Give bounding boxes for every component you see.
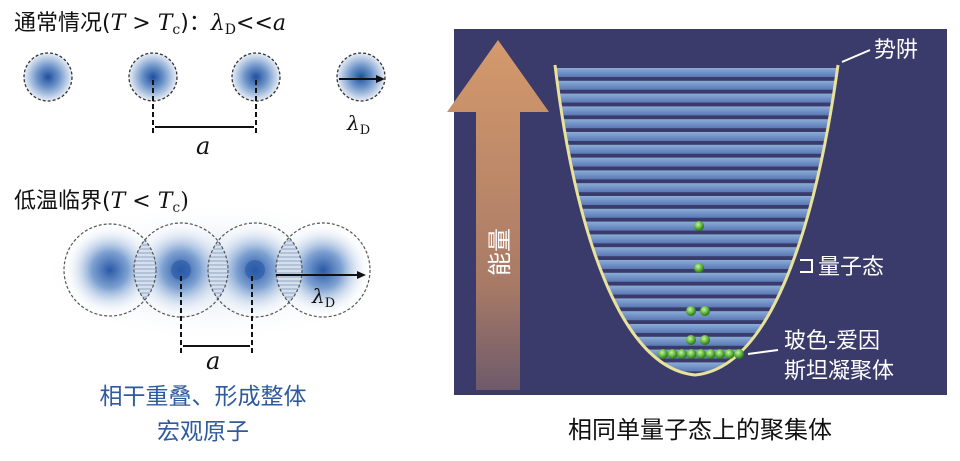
energy-level — [555, 311, 838, 321]
well-label: 势阱 — [874, 38, 918, 63]
state-bracket — [800, 259, 813, 273]
left-caption-line1: 相干重叠、形成整体 — [100, 384, 307, 410]
atom-4 — [336, 52, 386, 102]
atom-3 — [231, 52, 281, 102]
normal-spacing-label: a — [196, 132, 210, 160]
bec-particle — [715, 349, 725, 359]
wave-1 — [64, 224, 156, 316]
bec-label-line1: 玻色-爱因 — [784, 329, 880, 354]
energy-level — [555, 170, 838, 180]
energy-level — [555, 119, 838, 129]
normal-title: 通常情况(T > Tc)：λD<<a — [14, 11, 286, 38]
energy-level — [555, 196, 838, 205]
quantum-state-label: 量子态 — [818, 255, 884, 280]
critical-spacing-label: a — [206, 347, 220, 375]
normal-atoms — [23, 52, 386, 102]
bec-particle — [658, 349, 668, 359]
wave-4 — [276, 223, 370, 317]
bec-particle — [686, 335, 696, 345]
atom-2 — [128, 52, 178, 102]
energy-level — [555, 208, 838, 218]
energy-level — [555, 272, 838, 282]
normal-spacing-marker — [152, 80, 257, 133]
bec-particle — [694, 263, 704, 273]
energy-level — [555, 298, 838, 308]
critical-lambda-marker — [276, 271, 366, 279]
bec-particle — [677, 349, 687, 359]
right-caption: 相同单量子态上的聚集体 — [568, 416, 832, 444]
energy-level — [555, 247, 838, 257]
energy-level — [555, 80, 838, 90]
bec-particle — [705, 349, 716, 359]
bec-particle — [700, 335, 710, 345]
bec-particle — [724, 349, 735, 359]
bec-particle — [686, 349, 697, 359]
bec-particle — [667, 349, 678, 359]
energy-label: 能量 — [486, 228, 514, 276]
energy-level — [555, 157, 838, 167]
energy-level — [555, 362, 838, 372]
bec-particle — [696, 349, 706, 359]
atom-1 — [23, 52, 73, 102]
normal-lambda-marker — [339, 75, 385, 83]
critical-spacing-marker — [180, 276, 253, 356]
energy-level — [555, 183, 838, 193]
energy-level — [555, 93, 838, 103]
critical-lambda-label: λD — [311, 284, 335, 311]
energy-level — [555, 132, 838, 141]
energy-arrow — [447, 40, 549, 390]
energy-levels — [555, 68, 838, 372]
bec-particle — [734, 349, 744, 359]
energy-level — [555, 336, 838, 346]
normal-lambda-label: λD — [346, 111, 370, 138]
left-caption-line2: 宏观原子 — [157, 419, 249, 445]
bec-particle — [694, 221, 704, 231]
energy-level — [555, 324, 838, 333]
energy-level — [555, 144, 838, 154]
bec-particles — [658, 221, 744, 359]
energy-level — [555, 234, 838, 244]
energy-level — [555, 285, 838, 295]
energy-level — [555, 106, 838, 116]
bec-particle — [686, 306, 696, 316]
well-pointer — [841, 49, 871, 63]
energy-level — [555, 68, 838, 77]
bec-pointer — [747, 349, 779, 355]
bec-particle — [700, 306, 710, 316]
well-curve — [553, 64, 840, 377]
bec-label-line2: 斯坦凝聚体 — [784, 359, 894, 384]
critical-atoms — [35, 200, 395, 344]
